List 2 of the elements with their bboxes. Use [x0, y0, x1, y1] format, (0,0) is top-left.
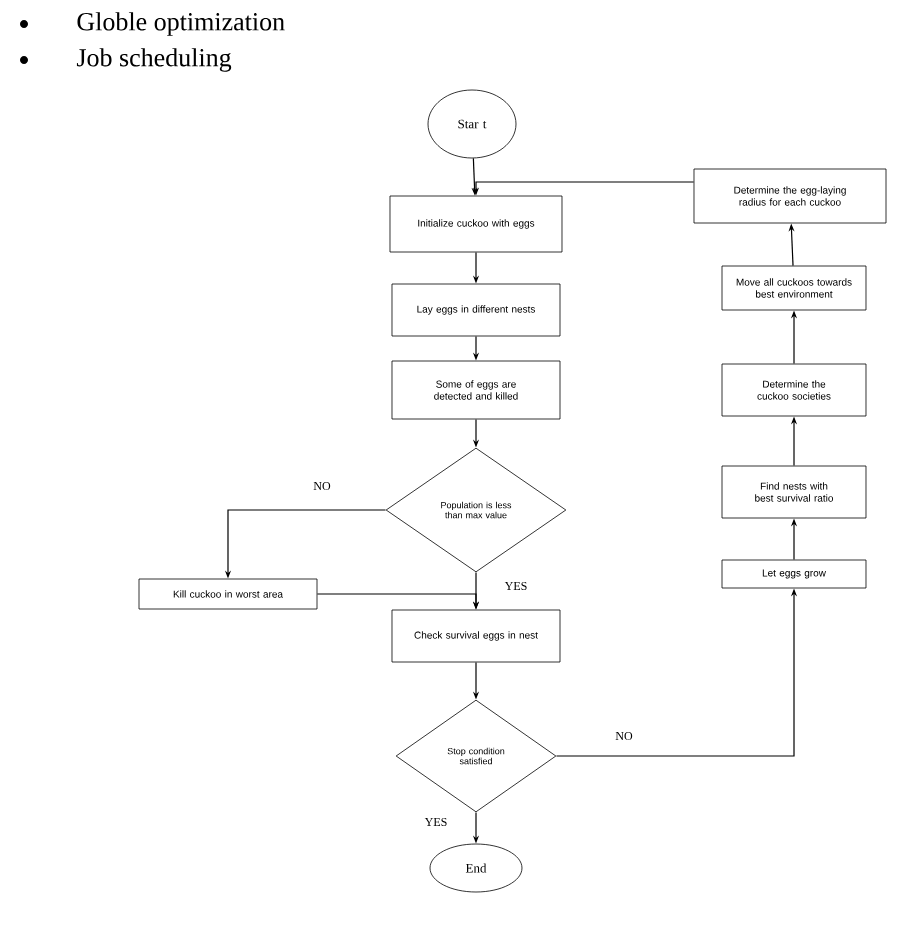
list-item: Job scheduling [76, 48, 232, 72]
list-item: Globle optimization [77, 12, 285, 36]
